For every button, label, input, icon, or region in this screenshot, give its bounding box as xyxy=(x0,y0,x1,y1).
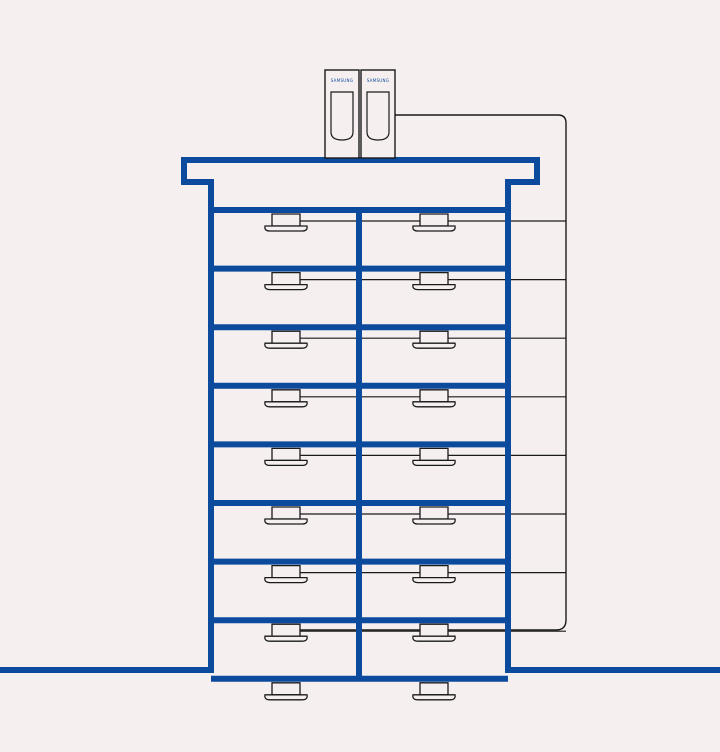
indoor-unit-panel xyxy=(412,694,456,701)
indoor-unit xyxy=(264,389,308,408)
refrigerant-piping xyxy=(300,114,567,632)
indoor-units xyxy=(264,213,456,701)
indoor-unit xyxy=(412,213,456,232)
indoor-unit xyxy=(264,564,308,584)
brand-logo: SAMSUNG xyxy=(367,78,389,83)
indoor-unit-body xyxy=(419,682,449,696)
indoor-unit-body xyxy=(419,564,449,579)
indoor-unit-panel xyxy=(264,694,308,701)
indoor-unit-body xyxy=(271,389,301,403)
outdoor-unit-panel xyxy=(366,91,390,141)
indoor-unit-panel xyxy=(412,518,456,525)
indoor-unit xyxy=(412,271,456,291)
outdoor-unit-panel xyxy=(330,91,354,141)
indoor-unit-panel xyxy=(264,459,308,467)
indoor-unit-body xyxy=(419,623,449,637)
indoor-unit xyxy=(264,506,308,525)
indoor-unit-panel xyxy=(412,225,456,232)
indoor-unit xyxy=(412,447,456,467)
indoor-unit-panel xyxy=(264,225,308,232)
indoor-unit-body xyxy=(271,682,301,696)
indoor-unit-body xyxy=(271,623,301,637)
indoor-unit-body xyxy=(419,330,449,344)
indoor-unit-panel xyxy=(412,401,456,408)
building-outline xyxy=(0,157,720,673)
outdoor-units: SAMSUNG SAMSUNG xyxy=(324,69,396,159)
indoor-unit xyxy=(412,623,456,642)
outdoor-unit: SAMSUNG xyxy=(360,69,396,159)
main-pipe xyxy=(300,114,567,631)
indoor-unit-panel xyxy=(264,401,308,408)
indoor-unit-body xyxy=(419,271,449,286)
indoor-unit-body xyxy=(271,447,301,462)
indoor-unit-panel xyxy=(264,283,308,291)
indoor-unit xyxy=(412,682,456,701)
indoor-unit xyxy=(264,682,308,701)
indoor-unit xyxy=(412,564,456,584)
indoor-unit xyxy=(412,389,456,408)
indoor-unit xyxy=(264,330,308,349)
indoor-unit-panel xyxy=(412,283,456,291)
outdoor-unit-body xyxy=(360,69,396,159)
indoor-unit-body xyxy=(419,447,449,462)
indoor-unit-panel xyxy=(264,518,308,525)
indoor-unit-body xyxy=(271,213,301,227)
outdoor-unit-body xyxy=(324,69,360,159)
indoor-unit-body xyxy=(271,506,301,520)
indoor-unit-body xyxy=(419,389,449,403)
indoor-unit-panel xyxy=(264,635,308,642)
indoor-unit xyxy=(264,447,308,467)
indoor-unit-body xyxy=(271,271,301,286)
indoor-unit-panel xyxy=(264,342,308,349)
brand-logo: SAMSUNG xyxy=(331,78,353,83)
indoor-unit-panel xyxy=(412,342,456,349)
indoor-unit-panel xyxy=(412,459,456,467)
indoor-unit-body xyxy=(271,564,301,579)
indoor-unit-panel xyxy=(264,576,308,584)
indoor-unit-panel xyxy=(412,576,456,584)
indoor-unit xyxy=(264,213,308,232)
outdoor-unit: SAMSUNG xyxy=(324,69,360,159)
indoor-unit xyxy=(412,330,456,349)
indoor-unit-body xyxy=(419,213,449,227)
indoor-unit xyxy=(264,623,308,642)
indoor-unit-body xyxy=(419,506,449,520)
indoor-unit xyxy=(412,506,456,525)
indoor-unit xyxy=(264,271,308,291)
building-structure xyxy=(0,157,720,682)
indoor-unit-body xyxy=(271,330,301,344)
indoor-unit-panel xyxy=(412,635,456,642)
